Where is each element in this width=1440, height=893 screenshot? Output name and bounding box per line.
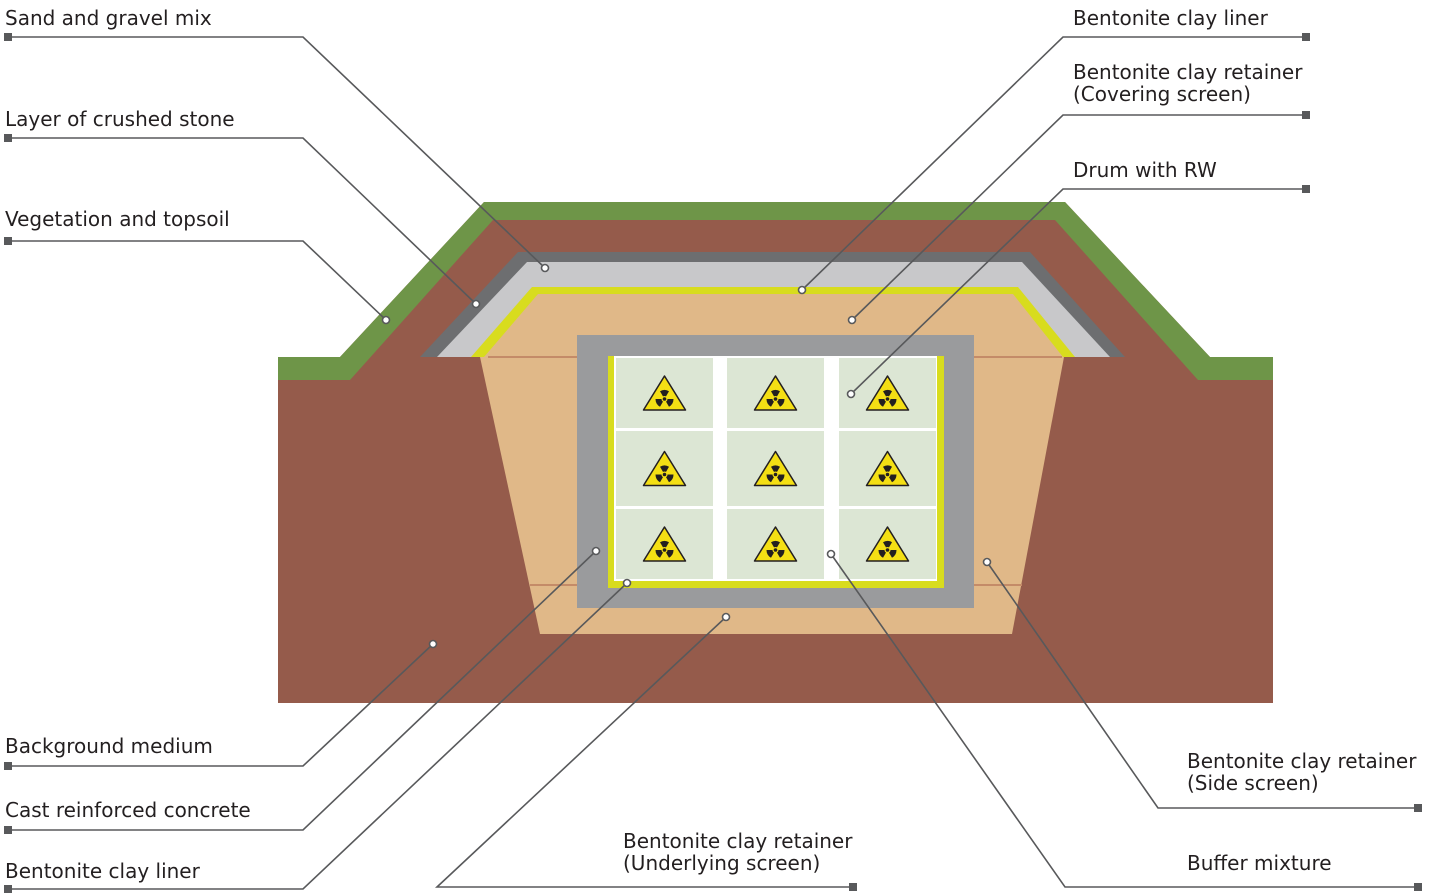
leader-anchor-dot [471,299,481,309]
drum-grid [616,358,936,579]
leader-end-marker [1302,185,1310,193]
leader-crushed-stone [8,137,477,305]
label-crushed-stone: Layer of crushed stone [5,107,235,131]
label-retainer-underlying: Bentonite clay retainer(Underlying scree… [623,829,853,875]
leader-anchor-dot [428,639,438,649]
leader-anchor-dot [540,263,550,273]
label-background-medium: Background medium [5,734,213,758]
radiation-trefoil-icon [766,465,785,483]
radiation-trefoil-icon [878,541,897,558]
leader-end-marker [4,885,12,893]
radiation-trefoil-icon [655,389,674,407]
leader-end-marker [4,33,12,41]
leader-end-marker [1302,33,1310,41]
leader-liner-bottom [8,582,628,890]
leader-anchor-dot [622,578,632,588]
leader-end-marker [849,883,857,891]
leader-anchor-dot [591,546,601,556]
leader-anchor-dot [826,549,836,559]
radiation-trefoil-icon [655,465,674,483]
label-drum-rw: Drum with RW [1073,158,1217,182]
leader-end-marker [4,237,12,245]
leader-retainer-underlying [434,616,853,888]
leader-cast-concrete [8,550,597,831]
label-cast-concrete: Cast reinforced concrete [5,798,251,822]
leader-anchor-dot [381,315,391,325]
leader-end-marker [1414,883,1422,891]
leader-anchor-dot [846,389,856,399]
leader-anchor-dot [797,285,807,295]
label-bentonite-liner-bottom: Bentonite clay liner [5,859,200,883]
radiation-trefoil-icon [655,541,674,558]
label-retainer-side: Bentonite clay retainer(Side screen) [1187,749,1417,795]
leader-retainer-side [986,561,1418,809]
leader-end-marker [1302,111,1310,119]
label-bentonite-liner-top: Bentonite clay liner [1073,6,1268,30]
radiation-trefoil-icon [766,389,785,407]
radiation-trefoil-icon [766,541,785,558]
leader-anchor-dot [982,557,992,567]
leader-lines [4,33,1422,893]
leader-retainer-covering [851,114,1306,321]
label-retainer-covering: Bentonite clay retainer(Covering screen) [1073,60,1303,106]
leader-buffer-mixture [830,553,1418,888]
label-vegetation-topsoil: Vegetation and topsoil [5,207,230,231]
leader-end-marker [1414,804,1422,812]
leader-vegetation [8,240,387,321]
leader-background-medium [8,643,434,767]
radiation-trefoil-icon [878,465,897,483]
leader-end-marker [4,134,12,142]
leader-end-marker [4,762,12,770]
label-sand-gravel-mix: Sand and gravel mix [5,6,212,30]
radiation-trefoil-icon [878,389,897,407]
leader-anchor-dot [721,612,731,622]
leader-drum-rw [850,188,1306,395]
label-buffer-mixture: Buffer mixture [1187,851,1332,875]
leader-anchor-dot [847,315,857,325]
leader-liner-top [801,36,1306,291]
leader-end-marker [4,826,12,834]
leader-sand-gravel [8,36,546,269]
